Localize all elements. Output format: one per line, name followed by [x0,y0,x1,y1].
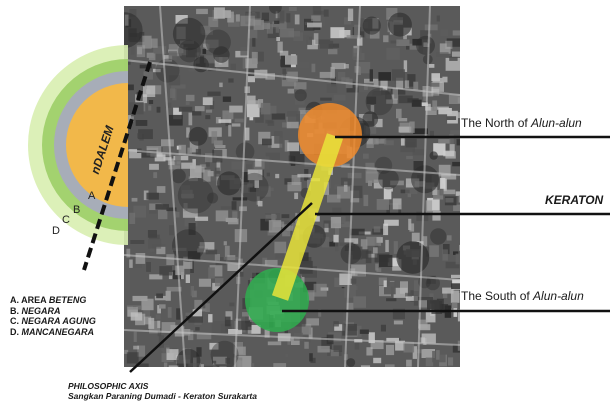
legend-a-prefix: A. AREA [10,295,49,305]
south-alun-alun-marker [245,268,309,332]
legend-item-a: A. AREA BETENG [10,295,96,306]
legend-b-italic: NEGARA [21,305,61,316]
keraton-label: KERATON [545,193,604,207]
legend-item-b: B. NEGARA [10,306,96,317]
legend-d-italic: MANCANEGARA [21,326,95,337]
legend-item-c: C. NEGARA AGUNG [10,316,96,327]
legend-item-d: D. MANCANEGARA [10,327,96,338]
south-label-italic: Alun-alun [533,289,584,303]
south-alun-alun-label: The South of Alun-alun [461,289,584,303]
axis-caption-title: PHILOSOPHIC AXIS [68,381,149,391]
legend-d-prefix: D. [10,326,22,337]
philosophic-axis-caption: PHILOSOPHIC AXIS Sangkan Paraning Dumadi… [68,381,257,401]
legend-a-italic: BETENG [48,295,87,305]
aerial-photo [124,6,460,367]
zone-diagram [28,45,128,245]
axis-caption-leader [129,202,313,373]
south-label-prefix: The South of [461,289,534,303]
north-alun-alun-label: The North of Alun-alun [461,116,582,130]
axis-caption-subtitle: Sangkan Paraning Dumadi - Keraton Suraka… [68,391,257,401]
north-label-prefix: The North of [461,116,532,130]
zone-legend: A. AREA BETENG B. NEGARA C. NEGARA AGUNG… [10,295,96,337]
zone-letter-d: D [52,225,60,237]
philosophic-axis-bar [271,133,344,301]
zone-letter-b: B [73,204,80,216]
zone-a-core [66,83,128,207]
legend-c-prefix: C. [10,316,22,326]
zone-letter-a: A [88,190,96,202]
zone-letter-c: C [62,214,70,226]
legend-c-italic: NEGARA AGUNG [21,316,96,326]
legend-b-prefix: B. [10,305,22,316]
north-label-italic: Alun-alun [531,116,582,130]
zone-boundary-dash [82,61,152,271]
